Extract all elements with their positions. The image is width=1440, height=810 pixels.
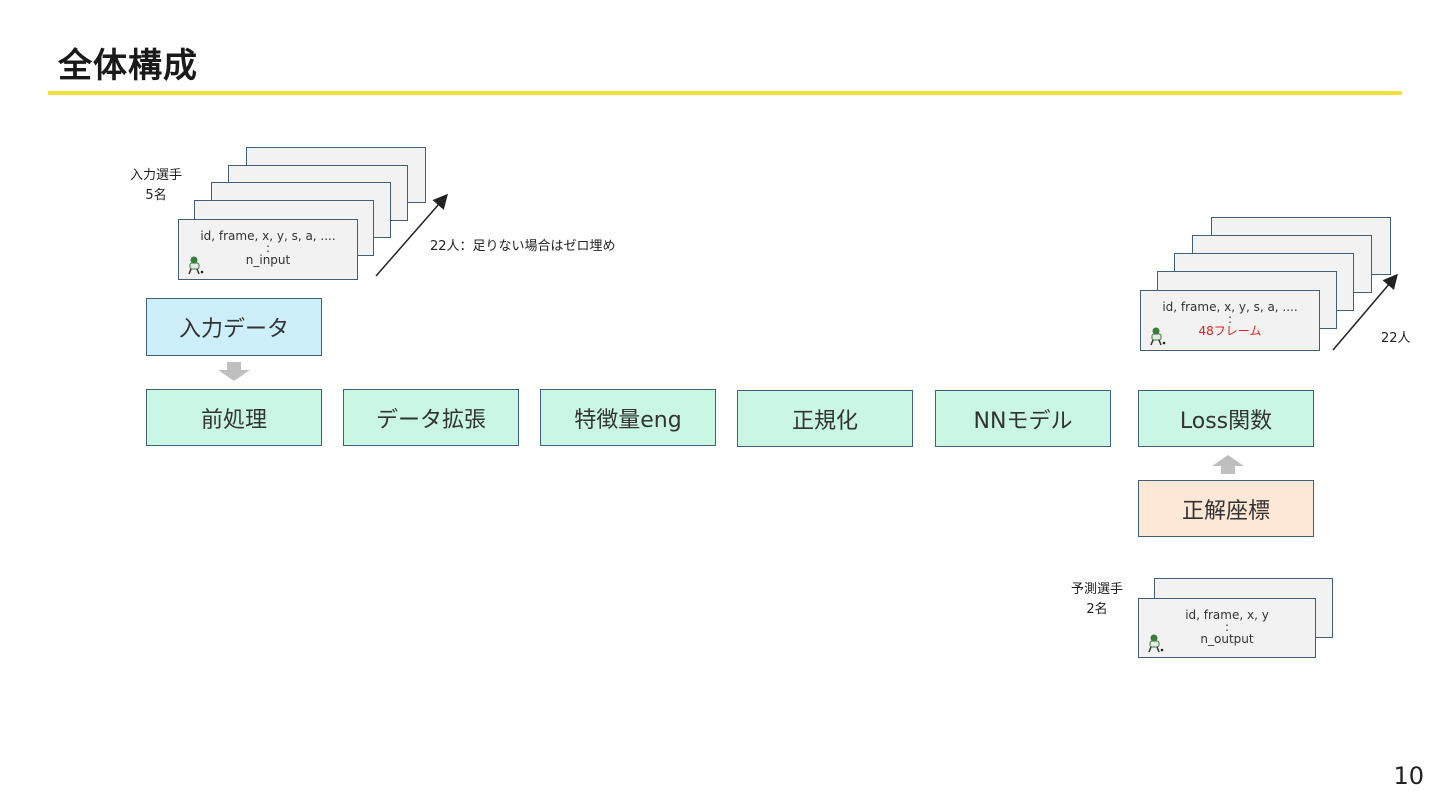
output-player-label: 予測選手 2名: [1064, 580, 1130, 620]
ground-truth-box: 正解座標: [1138, 480, 1314, 537]
output-card-fields: id, frame, x, y: [1185, 608, 1269, 622]
sequence-card-frames: 48フレーム: [1198, 324, 1262, 338]
down-arrow-icon: [218, 362, 250, 381]
pipeline-step-preprocess: 前処理: [146, 389, 322, 446]
input-card-ellipsis: :: [265, 241, 271, 255]
input-card-fields: id, frame, x, y, s, a, ....: [200, 229, 336, 243]
sequence-card-ellipsis: :: [1227, 312, 1233, 326]
pipeline-step-nn-model: NNモデル: [935, 390, 1111, 447]
output-card-ellipsis: :: [1224, 620, 1230, 634]
output-player-label-line2: 2名: [1086, 602, 1108, 617]
pipeline-step-augmentation: データ拡張: [343, 389, 519, 446]
output-card-count: n_output: [1200, 632, 1254, 646]
zero-padding-note: 22人：足りない場合はゼロ埋め: [430, 239, 616, 254]
sequence-card-fields: id, frame, x, y, s, a, ....: [1162, 300, 1298, 314]
player-icon: [188, 256, 204, 275]
input-player-label-line1: 入力選手: [129, 168, 182, 183]
output-player-label-line1: 予測選手: [1070, 582, 1123, 597]
input-stack-arrow: [375, 193, 448, 277]
pipeline-step-feature-eng: 特徴量eng: [540, 389, 716, 446]
up-arrow-icon: [1212, 455, 1244, 474]
input-card-count: n_input: [245, 253, 291, 267]
input-player-label: 入力選手 5名: [122, 166, 190, 206]
sequence-stack-arrow: [1332, 273, 1398, 351]
pipeline-step-normalize: 正規化: [737, 390, 913, 447]
sequence-card-front: id, frame, x, y, s, a, .... : 48フレーム: [1140, 290, 1320, 351]
title-underline: [48, 91, 1402, 95]
input-card-front: id, frame, x, y, s, a, .... : n_input: [178, 219, 358, 280]
input-player-label-line2: 5名: [145, 188, 167, 203]
player-count-note: 22人: [1381, 331, 1411, 346]
page-number: 10: [1393, 762, 1424, 790]
output-card-front: id, frame, x, y : n_output: [1138, 598, 1316, 658]
input-data-box: 入力データ: [146, 298, 322, 356]
pipeline-step-loss: Loss関数: [1138, 390, 1314, 447]
player-icon: [1150, 327, 1166, 346]
page-title: 全体構成: [58, 46, 198, 86]
player-icon: [1148, 634, 1164, 653]
